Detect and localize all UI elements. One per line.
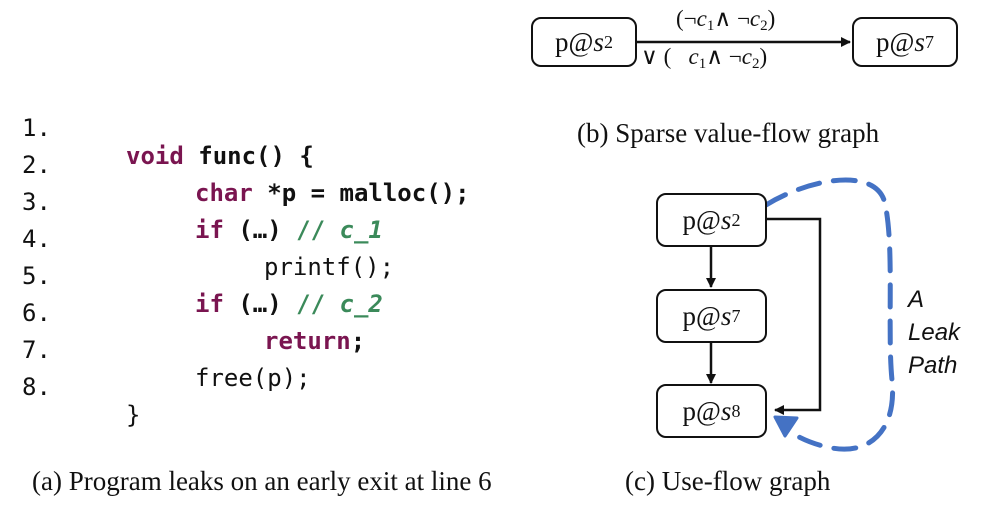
code-text: free(p);: [195, 364, 311, 392]
line-number: 4.: [22, 225, 51, 253]
code-text: (…): [238, 290, 282, 318]
code-line-6: 6. return;: [22, 299, 366, 355]
keyword: void: [126, 142, 184, 170]
caption-a: (a) Program leaks on an early exit at li…: [32, 466, 492, 496]
code-text: *p = malloc();: [267, 179, 470, 207]
code-line-2: 2. char *p = malloc();: [22, 123, 470, 207]
code-line-4: 4. printf();: [22, 197, 394, 281]
code-text: }: [126, 401, 141, 429]
keyword: char: [195, 179, 253, 207]
code-line-1: 1. void func() {: [22, 86, 314, 170]
code-text: (…): [238, 216, 282, 244]
code-line-3: 3. if (…) // c_1: [22, 160, 383, 244]
leak-arrowhead: [773, 415, 799, 438]
caption-b: (b) Sparse value-flow graph: [577, 118, 880, 148]
code-line-8: 8. }: [22, 345, 140, 429]
line-number: 3.: [22, 188, 51, 216]
line-number: 6.: [22, 299, 51, 327]
edge-condition-bottom: ∨ ( c1∧ ¬c2): [641, 44, 768, 72]
leak-path-label: A Leak Path: [908, 286, 961, 379]
caption-c: (c) Use-flow graph: [625, 466, 831, 496]
edge-condition-top: (¬c1∧ ¬c2): [676, 6, 776, 34]
code-text: func() {: [198, 142, 314, 170]
keyword: if: [195, 290, 224, 318]
code-line-7: 7. free(p);: [22, 308, 311, 392]
line-number: 7.: [22, 336, 51, 364]
leak-path: [763, 177, 896, 452]
line-number: 5.: [22, 262, 51, 290]
line-number: 2.: [22, 151, 51, 179]
use-flow-edge-s2-s8: [767, 217, 822, 415]
line-number: 1.: [22, 114, 51, 142]
keyword: if: [195, 216, 224, 244]
line-number: 8.: [22, 373, 51, 401]
keyword: return: [264, 327, 351, 355]
code-comment: // c_2: [296, 290, 383, 318]
code-text: printf();: [264, 253, 395, 281]
code-line-5: 5. if (…) // c_2: [22, 234, 383, 318]
code-comment: // c_1: [296, 216, 383, 244]
